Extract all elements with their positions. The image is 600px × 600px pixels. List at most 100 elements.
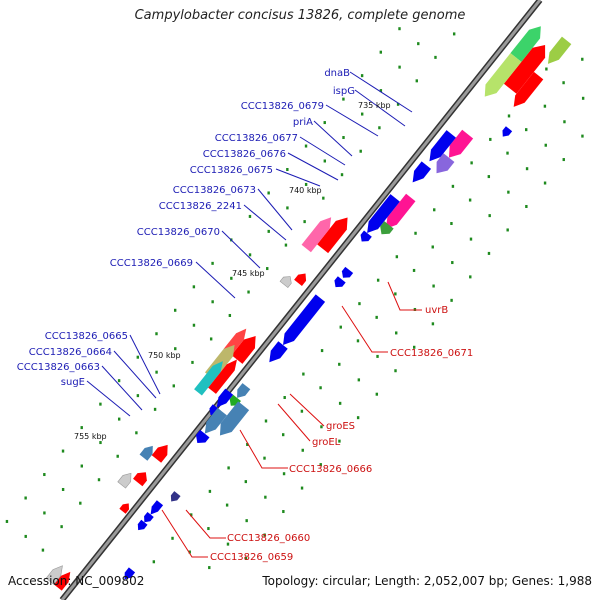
leader-blue-2 xyxy=(325,104,379,137)
guide-dot-116 xyxy=(267,229,270,233)
guide-dot-47 xyxy=(450,222,453,226)
gene-groES xyxy=(208,359,237,394)
gene-0673 xyxy=(341,266,354,278)
scale-label-745: 745 kbp xyxy=(232,269,265,278)
gene-label-ccc13826-0666[interactable]: CCC13826_0666 xyxy=(289,464,372,475)
leader-red-6 xyxy=(161,509,208,558)
guide-dot-31 xyxy=(357,378,361,382)
gene-dark-1 xyxy=(170,491,181,502)
guide-dot-123 xyxy=(136,394,140,398)
gene-label-ccc13826-0664[interactable]: CCC13826_0664 xyxy=(29,347,112,358)
guide-dot-26 xyxy=(451,261,454,265)
guide-dot-61 xyxy=(188,550,191,554)
gene-red-top xyxy=(503,44,546,94)
leader-red-4 xyxy=(239,429,288,469)
guide-dot-149 xyxy=(43,473,46,477)
guide-dot-140 xyxy=(211,261,214,265)
guide-dot-78 xyxy=(264,419,268,423)
gene-label-sugE[interactable]: sugE xyxy=(61,377,85,388)
gene-label-ccc13826-0670[interactable]: CCC13826_0670 xyxy=(137,227,220,238)
guide-dot-3 xyxy=(525,204,528,208)
label-leaders xyxy=(86,71,422,558)
guide-dot-50 xyxy=(394,292,397,296)
guide-dot-80 xyxy=(227,466,230,470)
guide-dot-27 xyxy=(432,284,435,288)
gene-label-ccc13826-0675[interactable]: CCC13826_0675 xyxy=(190,165,273,176)
gene-label-groES[interactable]: groES xyxy=(326,421,355,432)
guide-dot-109 xyxy=(398,65,401,69)
guide-dot-5 xyxy=(487,251,491,255)
guide-dot-68 xyxy=(451,184,455,188)
leader-red-2 xyxy=(289,393,325,427)
guide-dot-77 xyxy=(283,396,286,400)
gene-label-ccc13826-0679[interactable]: CCC13826_0679 xyxy=(241,101,324,112)
leader-blue-5 xyxy=(287,152,339,181)
gene-red-low-1 xyxy=(151,444,168,463)
guide-dot-103 xyxy=(116,454,119,458)
gene-label-ccc13826-0660[interactable]: CCC13826_0660 xyxy=(227,533,310,544)
leader-blue-14 xyxy=(86,380,131,417)
gene-0666 xyxy=(194,361,223,396)
gene-0677 xyxy=(380,221,394,235)
guide-dot-75 xyxy=(320,349,324,353)
gene-label-ccc13826-0677[interactable]: CCC13826_0677 xyxy=(215,133,298,144)
leader-blue-6 xyxy=(275,168,321,187)
gene-label-ccc13826-0663[interactable]: CCC13826_0663 xyxy=(17,362,100,373)
guide-dot-102 xyxy=(135,431,138,435)
gene-label-ccc13826-0669[interactable]: CCC13826_0669 xyxy=(110,258,193,269)
gene-label-groEL[interactable]: groEL xyxy=(312,437,341,448)
gene-label-ccc13826-0673[interactable]: CCC13826_0673 xyxy=(173,185,256,196)
guide-dot-20 xyxy=(563,120,566,124)
guide-dot-92 xyxy=(322,196,325,200)
guide-dot-86 xyxy=(434,55,437,59)
guide-dot-44 xyxy=(506,151,509,155)
guide-dot-144 xyxy=(136,355,139,359)
guide-dot-2 xyxy=(543,181,547,185)
guide-dot-151 xyxy=(5,519,9,523)
gene-label-ccc13826-2241[interactable]: CCC13826_2241 xyxy=(159,201,242,212)
guide-dot-7 xyxy=(450,298,453,302)
gene-label-ispG[interactable]: ispG xyxy=(333,86,355,97)
gene-0665 xyxy=(237,383,251,398)
guide-dot-73 xyxy=(358,302,361,306)
gene-label-dnaB[interactable]: dnaB xyxy=(324,68,350,79)
gene-label-ccc13826-0671[interactable]: CCC13826_0671 xyxy=(390,348,473,359)
leader-blue-8 xyxy=(243,204,287,241)
gene-label-ccc13826-0665[interactable]: CCC13826_0665 xyxy=(45,331,128,342)
guide-dot-145 xyxy=(117,379,121,383)
guide-dot-52 xyxy=(356,339,360,343)
leader-blue-1 xyxy=(354,89,406,127)
guide-dot-60 xyxy=(207,527,210,531)
gene-features xyxy=(45,26,572,591)
guide-dot-93 xyxy=(303,220,306,224)
guide-dot-127 xyxy=(61,487,65,491)
guide-dot-56 xyxy=(281,433,285,437)
guide-dot-98 xyxy=(209,337,213,341)
gene-ispG xyxy=(448,129,474,158)
guide-dot-65 xyxy=(507,114,511,118)
gene-label-uvrB[interactable]: uvrB xyxy=(425,305,448,316)
gene-red-bottom xyxy=(53,571,71,591)
gene-label-priA[interactable]: priA xyxy=(293,117,313,128)
guide-dot-38 xyxy=(226,542,230,546)
gene-blue-low-1 xyxy=(150,500,164,515)
guide-dot-132 xyxy=(360,74,364,78)
guide-dot-120 xyxy=(192,323,196,327)
guide-dot-134 xyxy=(323,121,326,125)
gene-label-ccc13826-0659[interactable]: CCC13826_0659 xyxy=(210,552,293,563)
guide-dot-70 xyxy=(414,231,417,235)
guide-dot-48 xyxy=(431,245,434,249)
leader-blue-4 xyxy=(299,136,346,166)
guide-dot-49 xyxy=(412,268,416,272)
guide-dot-43 xyxy=(525,128,528,132)
guide-dot-24 xyxy=(488,214,491,218)
guide-dot-83 xyxy=(171,536,174,540)
gene-blue-low-3 xyxy=(137,519,148,531)
scale-label-735: 735 kbp xyxy=(358,101,391,110)
guide-dot-85 xyxy=(452,32,456,36)
guide-dot-124 xyxy=(117,417,121,421)
leader-red-5 xyxy=(185,509,226,539)
gene-label-ccc13826-0676[interactable]: CCC13826_0676 xyxy=(203,149,286,160)
guide-dot-34 xyxy=(301,448,304,452)
